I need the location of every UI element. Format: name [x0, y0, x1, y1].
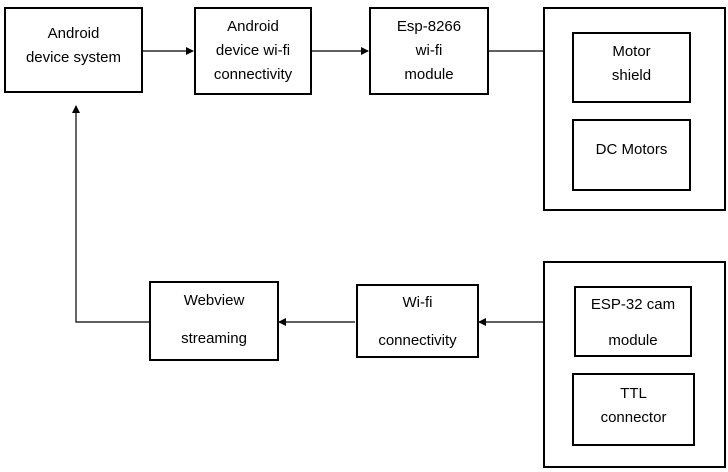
wifi-connectivity-label-2: connectivity	[378, 332, 457, 349]
esp32-label-1: ESP-32 cam	[590, 296, 676, 313]
motor-shield-label-1: Motor	[612, 43, 651, 60]
dc-motors-block: DC Motors	[572, 119, 691, 191]
esp8266-module-block: Esp-8266 wi-fi module	[369, 7, 489, 95]
esp8266-label-2: wi-fi	[415, 42, 443, 59]
webview-label-2: streaming	[181, 330, 247, 347]
esp32-label-2: module	[608, 332, 658, 349]
android-device-system-label-2: device system	[25, 49, 122, 66]
motor-shield-block: Motor shield	[572, 32, 691, 103]
esp8266-label-1: Esp-8266	[396, 18, 462, 35]
android-device-system-block: Android device system	[4, 7, 143, 93]
ttl-connector-block: TTL connector	[572, 373, 695, 446]
webview-streaming-block: Webview streaming	[149, 281, 279, 361]
android-wifi-label-1: Android	[227, 18, 279, 35]
ttl-label-1: TTL	[620, 385, 647, 402]
dc-motors-label: DC Motors	[595, 141, 668, 158]
motor-shield-label-2: shield	[611, 67, 652, 84]
android-device-system-label-1: Android	[47, 25, 100, 42]
android-wifi-label-3: connectivity	[213, 66, 293, 83]
android-wifi-connectivity-block: Android device wi-fi connectivity	[194, 7, 312, 95]
android-wifi-label-2: device wi-fi	[215, 42, 291, 59]
esp32-cam-module-block: ESP-32 cam module	[574, 286, 692, 357]
wifi-connectivity-label-1: Wi-fi	[402, 294, 433, 311]
wifi-connectivity-block: Wi-fi connectivity	[356, 284, 479, 358]
webview-label-1: Webview	[183, 292, 245, 309]
arrow-webview-to-system	[72, 105, 149, 323]
esp8266-label-3: module	[404, 66, 454, 83]
ttl-label-2: connector	[600, 409, 667, 426]
